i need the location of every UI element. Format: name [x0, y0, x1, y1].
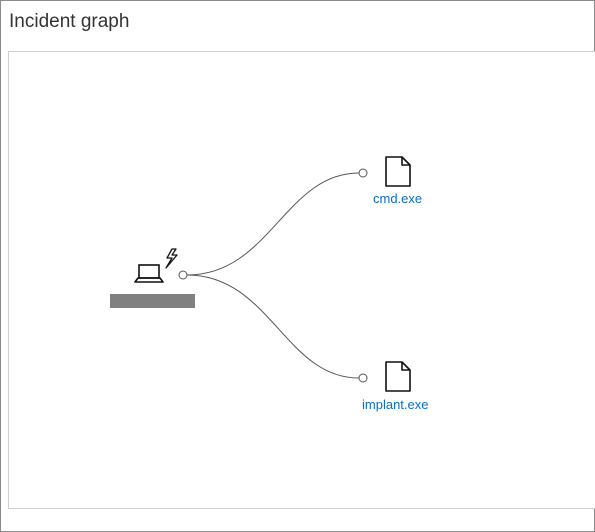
edge-to-implant	[186, 274, 360, 379]
laptop-icon[interactable]	[134, 264, 164, 283]
panel-title: Incident graph	[9, 11, 130, 32]
cmd-port[interactable]	[358, 168, 368, 178]
lightning-icon	[165, 248, 178, 269]
file-icon[interactable]	[385, 156, 411, 187]
redacted-device-name	[110, 294, 195, 308]
node-label-cmd[interactable]: cmd.exe	[373, 191, 423, 206]
file-icon[interactable]	[385, 361, 411, 392]
edge-to-cmd	[186, 172, 360, 276]
implant-port[interactable]	[358, 373, 368, 383]
node-label-implant[interactable]: implant.exe	[362, 397, 429, 412]
graph-canvas[interactable]	[8, 51, 595, 509]
root-port[interactable]	[178, 270, 188, 280]
